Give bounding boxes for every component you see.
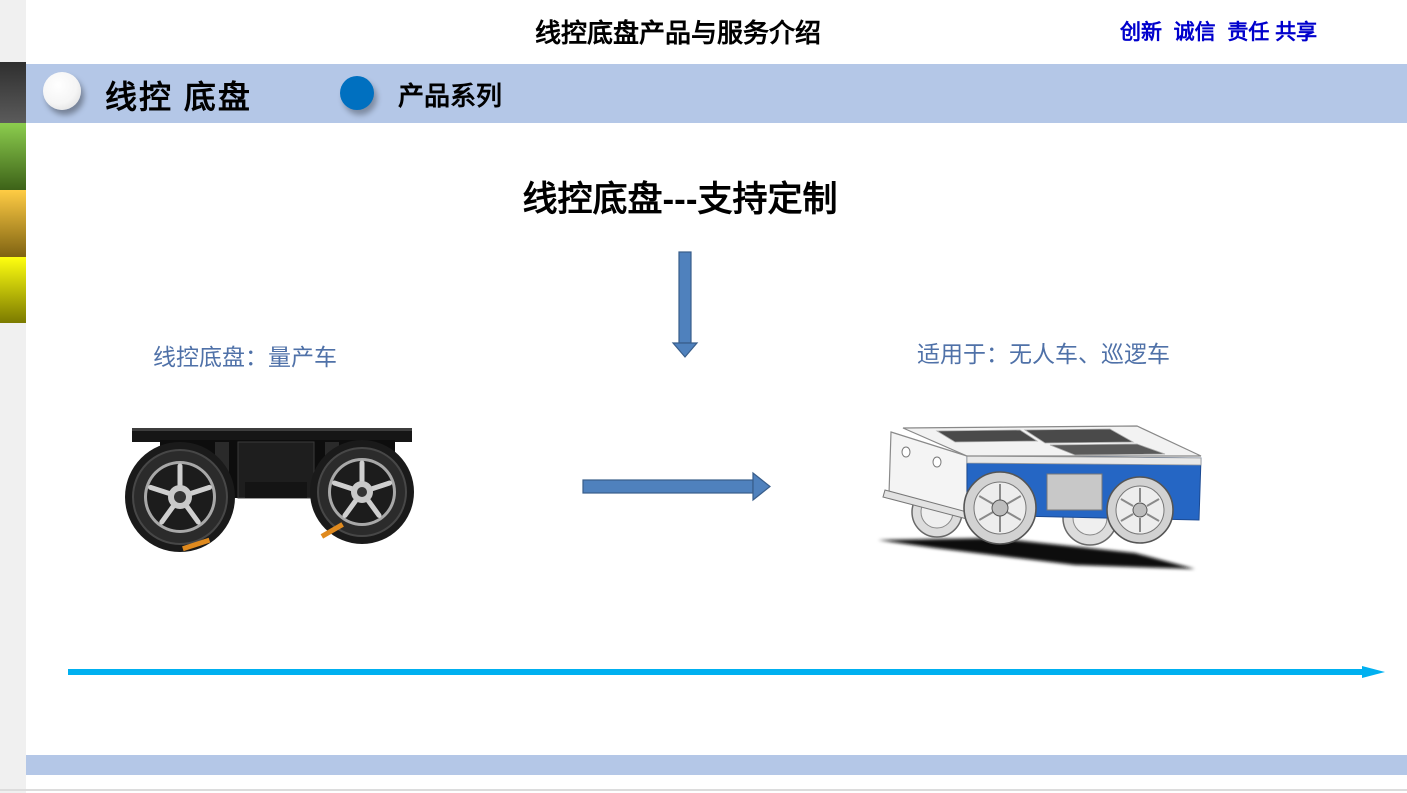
footer-band: [26, 755, 1407, 775]
left-side-strip: [0, 0, 26, 793]
left-caption: 线控底盘：量产车: [153, 345, 337, 370]
blue-circle-bullet-icon: [340, 76, 374, 110]
timeline-arrow-icon: [68, 666, 1385, 678]
page-title: 线控底盘产品与服务介绍: [534, 18, 821, 48]
white-circle-bullet-icon: [43, 72, 81, 110]
right-arrow-shaft: [582, 479, 754, 494]
right-arrow-head: [752, 471, 771, 502]
vehicle-shadow: [878, 538, 1195, 569]
down-arrow-head: [671, 342, 699, 358]
right-arrow-icon: [582, 471, 771, 502]
footer-rule: [0, 789, 1407, 791]
vehicle-image: [878, 425, 1202, 569]
vehicle-front-wheel: [963, 471, 1037, 545]
down-arrow-icon: [671, 251, 699, 358]
main-heading: 线控底盘---支持定制: [522, 180, 838, 219]
side-tab-yellow: [0, 257, 26, 323]
right-caption: 适用于：无人车、巡逻车: [917, 342, 1170, 367]
section-banner: [26, 64, 1407, 123]
side-tab-dark: [0, 62, 26, 123]
company-motto: 创新 诚信 责任 共享: [1120, 21, 1318, 44]
chassis-wheel-left: [125, 442, 235, 552]
chassis-wheel-right: [310, 440, 414, 544]
timeline-arrow-line: [68, 669, 1364, 675]
section-label: 线控 底盘: [105, 79, 252, 115]
chassis-image: [125, 428, 414, 552]
vehicle-rear-wheel: [1106, 476, 1174, 544]
timeline-arrow-head: [1362, 666, 1385, 678]
down-arrow-shaft: [678, 251, 692, 344]
side-tab-gold: [0, 190, 26, 257]
subsection-label: 产品系列: [398, 81, 503, 111]
side-tab-green: [0, 123, 26, 190]
